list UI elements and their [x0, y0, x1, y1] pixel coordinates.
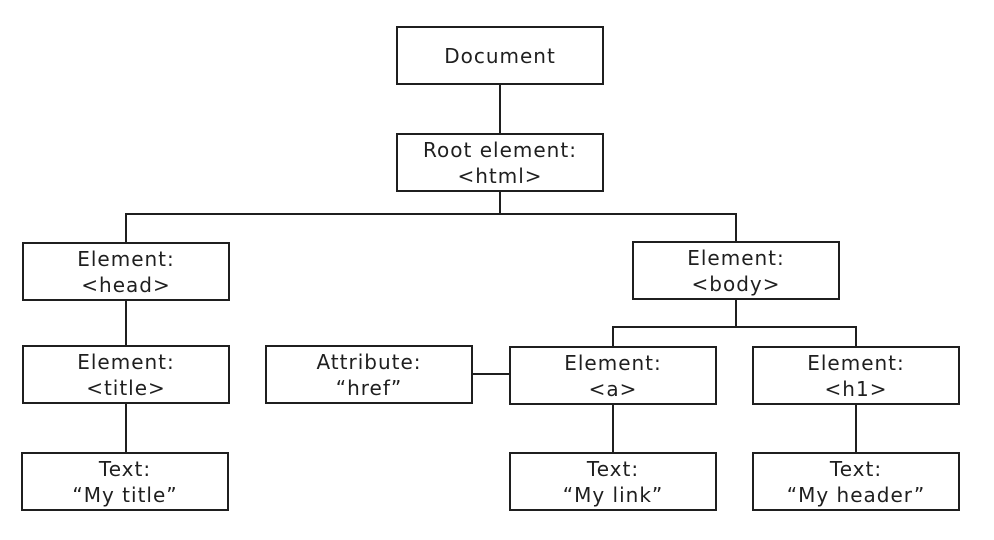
node-element-title-tag: <title>	[86, 375, 166, 400]
connector-body-stub	[735, 298, 737, 328]
connector-leg-body	[735, 213, 737, 241]
node-text-my-title-label: Text:	[98, 456, 152, 481]
node-element-h1: Element: <h1>	[752, 346, 960, 405]
node-element-body-label: Element:	[687, 245, 785, 270]
node-document-label: Document	[444, 43, 556, 68]
node-element-body-tag: <body>	[691, 271, 781, 296]
node-root-element-tag: <html>	[457, 163, 543, 188]
connector-h1-text	[855, 403, 857, 452]
node-text-my-header: Text: “My header”	[752, 452, 960, 511]
connector-leg-head	[125, 213, 127, 242]
node-attribute-href-label: Attribute:	[316, 349, 422, 374]
node-element-head-tag: <head>	[81, 272, 171, 297]
connector-title-text	[125, 402, 127, 452]
connector-attribute-a	[473, 373, 511, 375]
node-attribute-href-value: “href”	[335, 375, 403, 400]
node-root-element-label: Root element:	[423, 137, 577, 162]
node-element-a: Element: <a>	[509, 346, 717, 405]
node-element-title: Element: <title>	[22, 345, 230, 404]
node-text-my-link: Text: “My link”	[509, 452, 717, 511]
node-attribute-href: Attribute: “href”	[265, 345, 473, 404]
node-root-element-html: Root element: <html>	[396, 133, 604, 192]
node-text-my-link-label: Text:	[586, 456, 640, 481]
node-element-h1-label: Element:	[807, 350, 905, 375]
node-element-a-label: Element:	[564, 350, 662, 375]
connector-document-html	[499, 85, 501, 133]
node-element-head: Element: <head>	[22, 242, 230, 301]
node-text-my-header-value: “My header”	[786, 482, 926, 507]
connector-leg-a	[612, 326, 614, 346]
node-text-my-title: Text: “My title”	[21, 452, 229, 511]
node-element-title-label: Element:	[77, 349, 175, 374]
connector-a-text	[612, 403, 614, 452]
node-element-a-tag: <a>	[588, 376, 638, 401]
node-element-body: Element: <body>	[632, 241, 840, 300]
connector-html-stub	[499, 192, 501, 215]
node-text-my-title-value: “My title”	[72, 482, 178, 507]
node-text-my-header-label: Text:	[829, 456, 883, 481]
connector-branch-html-children	[125, 213, 737, 215]
node-element-head-label: Element:	[77, 246, 175, 271]
node-text-my-link-value: “My link”	[562, 482, 664, 507]
node-document: Document	[396, 26, 604, 85]
connector-head-title	[125, 299, 127, 345]
node-element-h1-tag: <h1>	[824, 376, 888, 401]
connector-leg-h1	[855, 326, 857, 346]
connector-branch-body-children	[612, 326, 857, 328]
